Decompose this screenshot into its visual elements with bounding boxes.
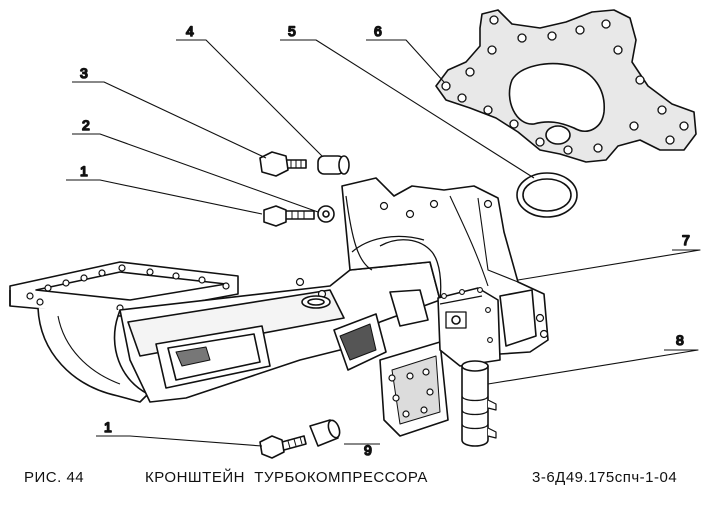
figure-label: РИС. 44 (24, 469, 85, 486)
bolt-part-1-bottom (259, 435, 307, 459)
callout-1-top: 1 (80, 163, 88, 179)
callout-3: 3 (80, 65, 88, 81)
leader-6 (366, 39, 445, 83)
leader-3 (72, 81, 267, 159)
callout-6: 6 (374, 23, 382, 39)
callout-4: 4 (186, 23, 194, 39)
leader-5 (280, 39, 535, 179)
leader-4 (176, 39, 323, 157)
callout-9: 9 (364, 442, 372, 458)
callout-7: 7 (682, 232, 690, 248)
figure-title: КРОНШТЕЙН ТУРБОКОМПРЕССОРА (145, 469, 428, 486)
gasket-part-6 (435, 9, 697, 163)
bushing-part-9 (309, 419, 341, 447)
callout-8: 8 (676, 332, 684, 348)
leader-1-bottom (96, 435, 263, 447)
washer-part-2 (317, 205, 335, 223)
callout-5: 5 (288, 23, 296, 39)
leader-1-top (66, 179, 263, 215)
o-ring-part-5 (516, 172, 578, 218)
pipe-part-8 (461, 360, 497, 447)
bolt-part-1-top (263, 205, 315, 227)
bolt-part-3 (259, 151, 307, 177)
leader-7 (517, 249, 701, 281)
leader-8 (487, 349, 699, 385)
bushing-part-4 (317, 155, 350, 175)
callout-2: 2 (82, 117, 90, 133)
leader-lines (66, 39, 701, 447)
drawing-code: 3-6Д49.175спч-1-04 (532, 469, 678, 486)
bracket-body-part-7 (9, 177, 549, 437)
callout-1-bottom: 1 (104, 419, 112, 435)
leader-2 (72, 133, 319, 213)
